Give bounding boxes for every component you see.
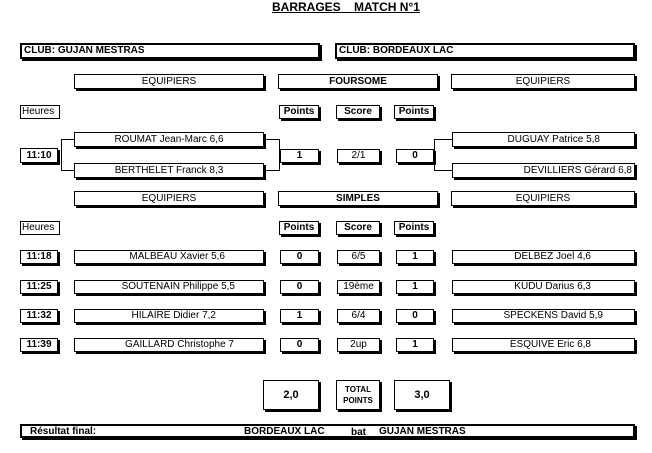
bracket-line xyxy=(61,170,74,171)
club-left-box: CLUB: GUJAN MESTRAS xyxy=(20,43,320,59)
total-label-line1: TOTAL xyxy=(345,385,371,394)
match-score: 2up xyxy=(337,338,380,352)
foursome-points-right-label: Points xyxy=(394,105,434,119)
match-right-player: DELBEZ Joel 4,6 xyxy=(452,250,635,264)
simples-equipiers-left: EQUIPIERS xyxy=(74,191,264,206)
total-left: 2,0 xyxy=(263,380,319,410)
bracket-line xyxy=(434,139,435,170)
match-left-player: MALBEAU Xavier 5,6 xyxy=(74,250,264,264)
match-time: 11:18 xyxy=(20,250,58,264)
match-right-player: ESQUIVE Eric 6,8 xyxy=(452,338,635,352)
match-left-player: HILAIRE Didier 7,2 xyxy=(74,309,264,323)
match-score: 6/5 xyxy=(337,250,380,264)
foursome-left-player-1: ROUMAT Jean-Marc 6,6 xyxy=(74,132,264,147)
simples-score-label: Score xyxy=(336,221,380,235)
foursome-left-points: 1 xyxy=(280,149,319,163)
foursome-right-points: 0 xyxy=(396,149,434,163)
page-title: BARRAGES MATCH N°1 xyxy=(272,0,420,14)
match-left-points: 0 xyxy=(280,250,319,264)
foursome-time: 11:10 xyxy=(20,148,58,163)
foursome-points-left-label: Points xyxy=(279,105,319,119)
bracket-line xyxy=(279,139,280,170)
total-label-line2: POINTS xyxy=(343,396,373,405)
match-left-points: 0 xyxy=(280,338,319,352)
foursome-title: FOURSOME xyxy=(278,74,438,89)
match-right-points: 0 xyxy=(396,309,434,323)
bracket-line xyxy=(264,170,280,171)
bracket-line xyxy=(264,139,280,140)
match-left-player: SOUTENAIN Philippe 5,5 xyxy=(74,280,264,294)
foursome-right-player-2: DEVILLIERS Gérard 6,8 xyxy=(452,163,635,178)
result-label: Résultat final: xyxy=(30,426,97,437)
match-right-points: 1 xyxy=(396,250,434,264)
foursome-left-player-2: BERTHELET Franck 8,3 xyxy=(74,163,264,178)
foursome-equipiers-left: EQUIPIERS xyxy=(74,74,264,89)
bracket-line xyxy=(434,139,452,140)
result-verb: bat xyxy=(351,427,366,438)
match-left-points: 0 xyxy=(280,280,319,294)
club-right-label: CLUB: BORDEAUX LAC xyxy=(339,45,454,56)
bracket-line xyxy=(61,139,74,140)
foursome-heures-label: Heures xyxy=(20,105,60,119)
total-label: TOTAL POINTS xyxy=(336,380,380,410)
match-time: 11:39 xyxy=(20,338,58,352)
match-right-points: 1 xyxy=(396,338,434,352)
bracket-line xyxy=(61,139,62,170)
simples-points-right-label: Points xyxy=(394,221,434,235)
match-right-player: KUDU Darius 6,3 xyxy=(452,280,635,294)
simples-equipiers-right: EQUIPIERS xyxy=(451,191,635,206)
match-time: 11:25 xyxy=(20,280,58,294)
simples-heures-label: Heures xyxy=(20,221,60,235)
result-bar: Résultat final: BORDEAUX LAC bat GUJAN M… xyxy=(20,424,635,438)
match-left-points: 1 xyxy=(280,309,319,323)
bracket-line xyxy=(434,170,452,171)
match-time: 11:32 xyxy=(20,309,58,323)
foursome-equipiers-right: EQUIPIERS xyxy=(451,74,635,89)
title-match: MATCH N°1 xyxy=(354,0,420,14)
total-right: 3,0 xyxy=(394,380,450,410)
match-right-points: 1 xyxy=(396,280,434,294)
club-right-box: CLUB: BORDEAUX LAC xyxy=(335,43,635,59)
foursome-score-label: Score xyxy=(336,105,380,119)
simples-title: SIMPLES xyxy=(278,191,438,206)
result-loser: GUJAN MESTRAS xyxy=(379,426,466,437)
title-barrages: BARRAGES xyxy=(272,0,341,14)
foursome-right-player-1: DUGUAY Patrice 5,8 xyxy=(452,132,635,147)
match-right-player: SPECKENS David 5,9 xyxy=(452,309,635,323)
result-winner: BORDEAUX LAC xyxy=(244,426,325,437)
club-left-label: CLUB: GUJAN MESTRAS xyxy=(24,45,145,56)
match-left-player: GAILLARD Christophe 7 xyxy=(74,338,264,352)
match-score: 6/4 xyxy=(337,309,380,323)
match-score: 19ème xyxy=(337,280,380,294)
simples-points-left-label: Points xyxy=(279,221,319,235)
foursome-score: 2/1 xyxy=(337,149,380,163)
